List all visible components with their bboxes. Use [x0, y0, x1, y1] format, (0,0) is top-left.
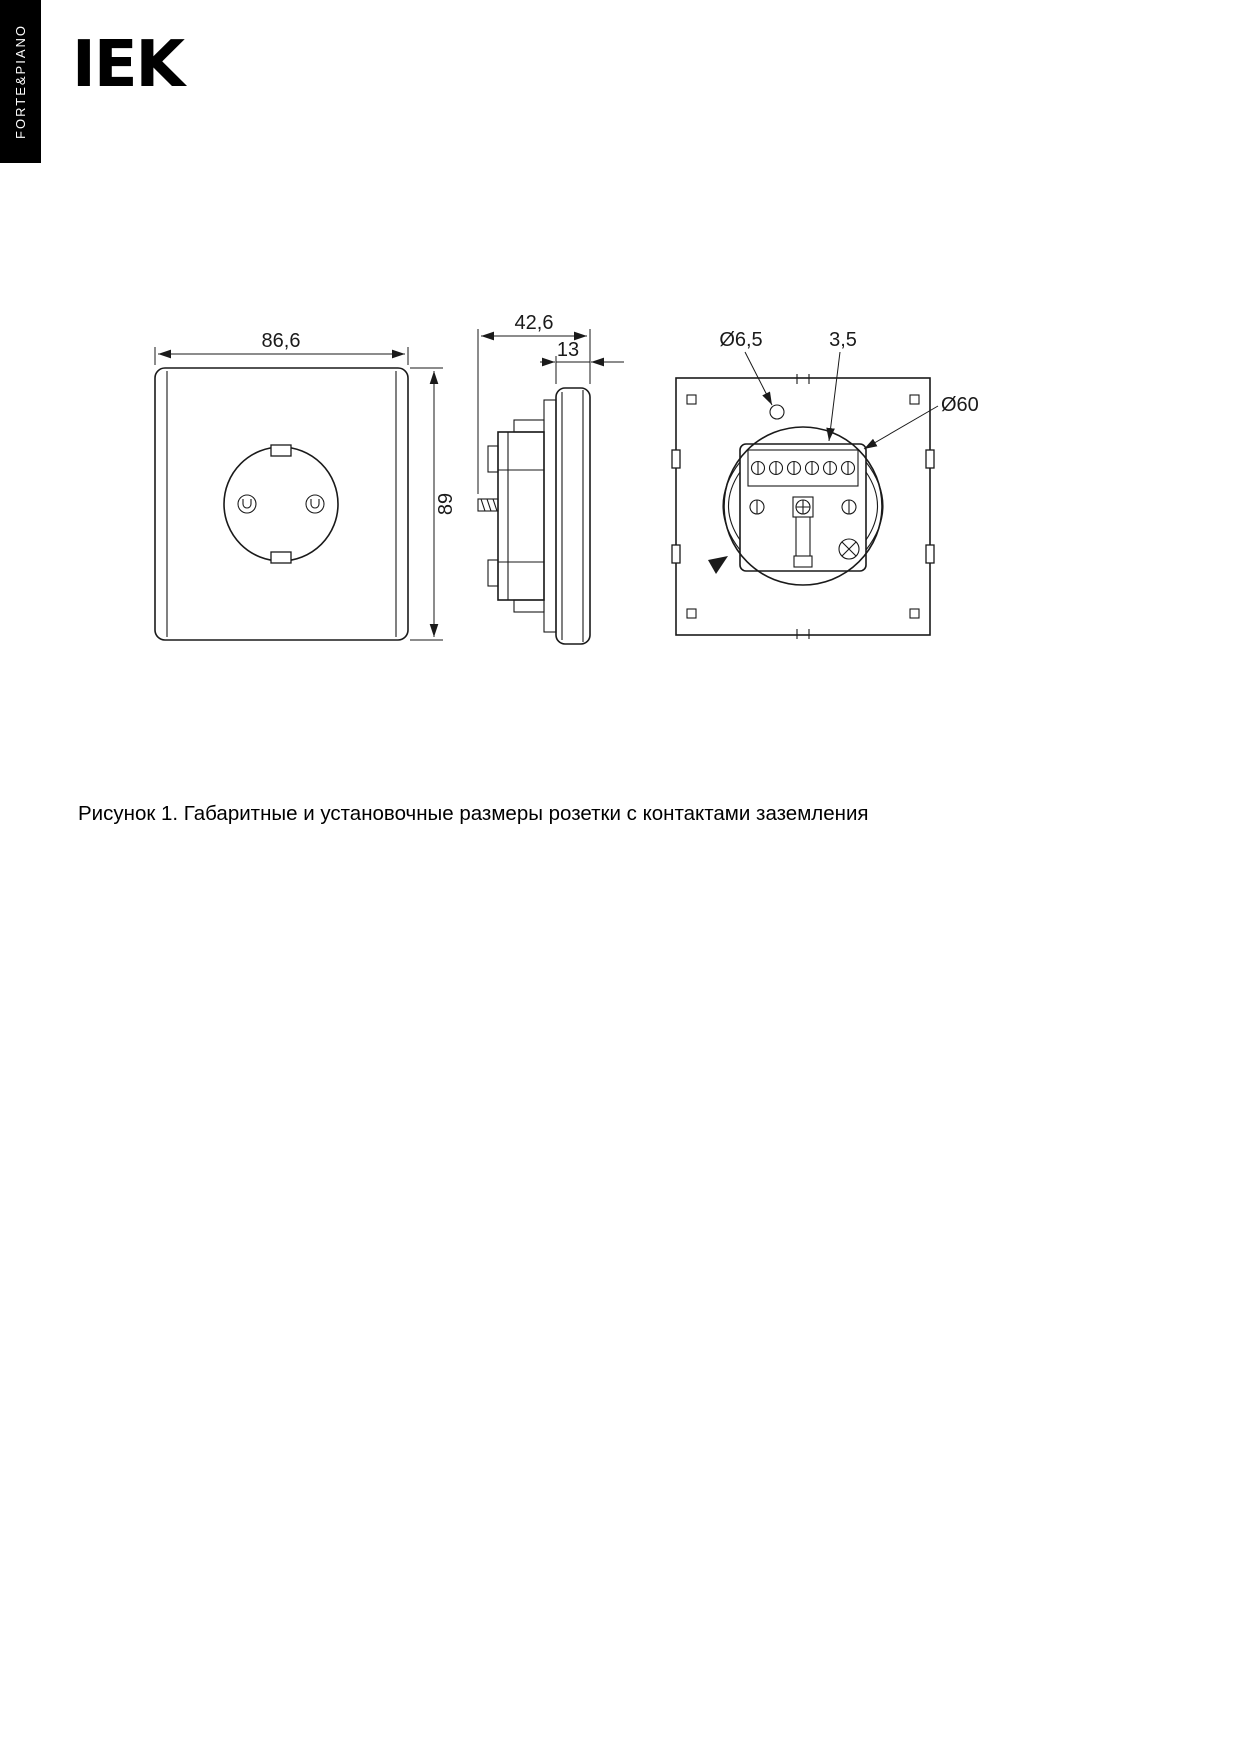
terminal-block: [747, 449, 859, 487]
back-view: Ø6,5 3,5 Ø60: [671, 329, 979, 639]
side-depth-dimension: 42,6: [515, 312, 554, 334]
dimension-drawing: 86,6 89 42,6 13: [154, 312, 979, 645]
series-tab: FORTE&PIANO: [0, 0, 41, 163]
front-plate: [154, 367, 409, 641]
claw-right: [865, 461, 884, 551]
ground-contact-notch-top: [270, 444, 292, 457]
mechanism-housing: [739, 443, 867, 572]
front-view: 86,6 89: [154, 330, 457, 641]
support-plate: [675, 377, 931, 636]
claw-left: [722, 461, 741, 551]
front-height-dimension: 89: [435, 493, 457, 515]
mounting-ring: [723, 426, 883, 586]
pin-hole-left: [237, 494, 257, 514]
back-hole-dimension: Ø6,5: [719, 329, 762, 351]
side-plate-dimension: 13: [557, 339, 579, 361]
pointer-arrow: [708, 556, 728, 574]
pin-hole-right: [305, 494, 325, 514]
side-mechanism-body: [497, 431, 545, 601]
back-slot-dimension: 3,5: [829, 329, 857, 351]
back-ring-dimension: Ø60: [941, 394, 979, 416]
front-width-dimension: 86,6: [262, 330, 301, 352]
side-view: 42,6 13: [477, 312, 624, 645]
ground-contact-notch-bottom: [270, 551, 292, 564]
mounting-screw: [477, 498, 499, 512]
terminal-screws: [750, 460, 856, 476]
figure-caption: Рисунок 1. Габаритные и установочные раз…: [78, 802, 869, 825]
side-support-frame: [543, 399, 557, 633]
fixing-hole: [769, 404, 785, 420]
claw-screw: [838, 538, 860, 560]
socket-outlet: [223, 446, 339, 562]
side-cover-plate: [555, 387, 591, 645]
iek-logo: IEK: [72, 28, 185, 102]
